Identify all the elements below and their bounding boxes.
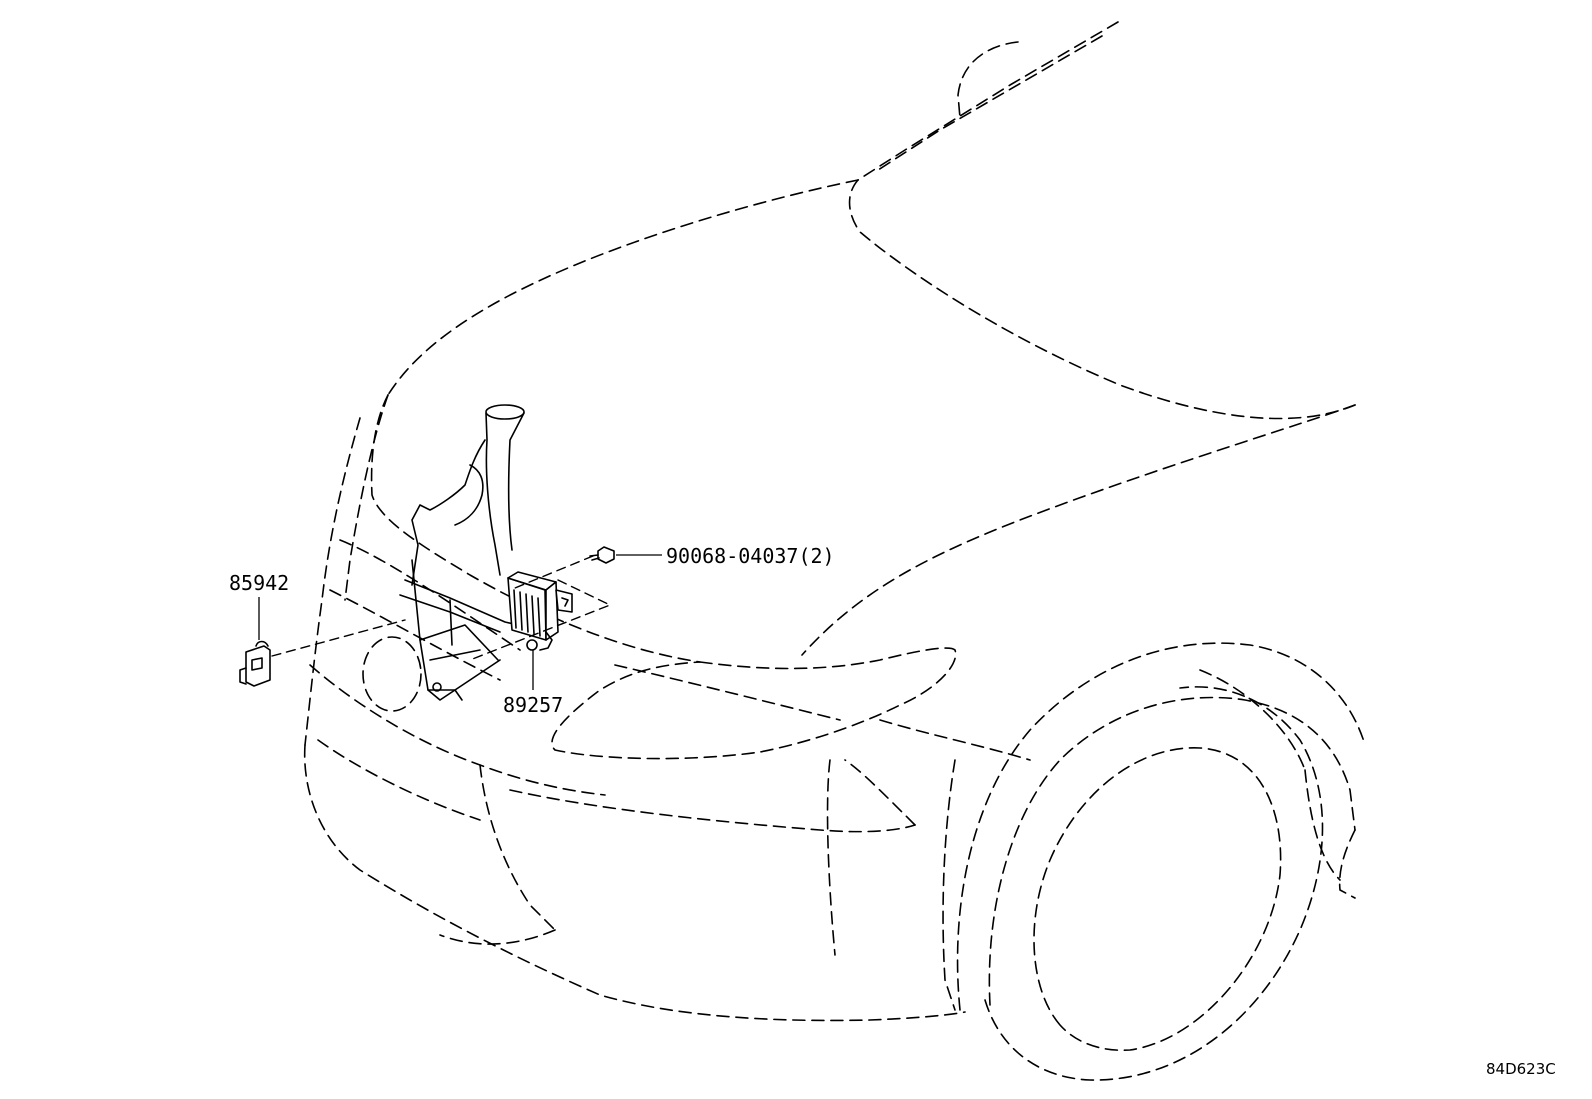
installation-guides	[271, 555, 612, 661]
height-sensor-bracket	[239, 640, 271, 687]
headlamp-leveling-computer	[507, 571, 573, 651]
leader-lines	[258, 554, 662, 690]
diagram-reference-code: 84D623C	[1486, 1060, 1556, 1078]
washer-tank-assembly	[399, 404, 541, 701]
callout-89257: 89257	[503, 693, 563, 717]
callout-90068-04037: 90068-04037(2)	[666, 544, 835, 568]
vehicle-outline	[303, 21, 1366, 1081]
callout-85942: 85942	[229, 571, 289, 595]
bolt	[589, 546, 615, 564]
